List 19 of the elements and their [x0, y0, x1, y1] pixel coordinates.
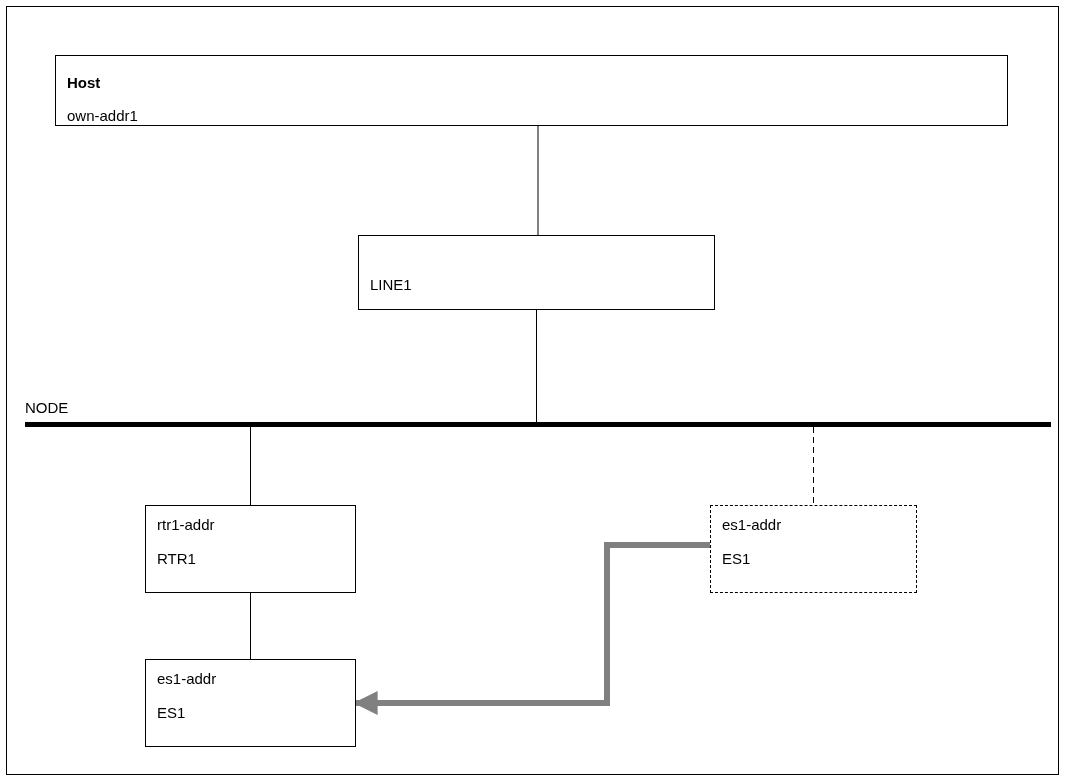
node-label: LINE1 — [370, 276, 412, 294]
end-system-box — [710, 505, 917, 593]
heading: Host — [67, 74, 101, 92]
node-label: ES1 — [722, 550, 751, 568]
connector-line — [250, 592, 251, 660]
router-box — [145, 505, 356, 593]
connector-line — [250, 426, 251, 506]
node-label: RTR1 — [157, 550, 196, 568]
connector-line — [537, 125, 539, 236]
node-label: NODE — [25, 399, 69, 417]
end-system-box — [145, 659, 356, 747]
node-label: ES1 — [157, 704, 186, 722]
address-label: es1-addr — [722, 516, 782, 534]
connector-line — [536, 309, 537, 423]
address-label: rtr1-addr — [157, 516, 215, 534]
node-label: own-addr1 — [67, 107, 138, 125]
address-label: es1-addr — [157, 670, 217, 688]
connector-line — [813, 426, 814, 506]
host-box — [55, 55, 1008, 126]
